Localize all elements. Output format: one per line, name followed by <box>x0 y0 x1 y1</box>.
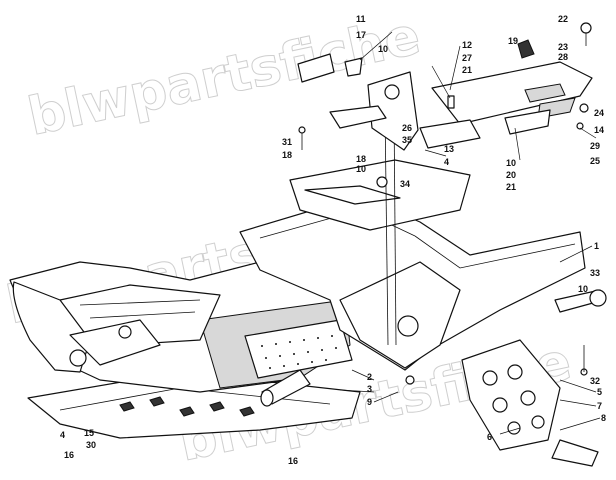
callout-3: 3 <box>367 384 372 394</box>
callout-5: 5 <box>597 387 602 397</box>
callout-11: 11 <box>356 14 366 24</box>
callout-33: 33 <box>590 268 600 278</box>
watermark-text: blwpartsfiche <box>23 6 425 148</box>
callout-labels: 1 2 3 4 4 5 6 7 8 9 10 10 10 10 11 12 13… <box>60 14 606 466</box>
callout-29: 29 <box>590 141 600 151</box>
callout-18-a: 18 <box>282 150 292 160</box>
callout-31: 31 <box>282 137 292 147</box>
callout-16-a: 16 <box>64 450 74 460</box>
callout-35: 35 <box>402 135 412 145</box>
callout-34: 34 <box>400 179 410 189</box>
callout-7: 7 <box>597 401 602 411</box>
callout-25: 25 <box>590 156 600 166</box>
callout-24: 24 <box>594 108 604 118</box>
callout-20: 20 <box>506 170 516 180</box>
callout-18-b: 18 <box>356 154 366 164</box>
callout-1: 1 <box>594 241 599 251</box>
callout-12: 12 <box>462 40 472 50</box>
frame-assembly <box>9 261 353 407</box>
callout-10-c: 10 <box>506 158 516 168</box>
tunnel <box>239 109 586 371</box>
footrest-right <box>461 289 607 467</box>
callout-6: 6 <box>487 432 492 442</box>
callout-4: 4 <box>444 157 449 167</box>
callout-8: 8 <box>601 413 606 423</box>
callout-21-a: 21 <box>462 65 472 75</box>
callout-4-lower: 4 <box>60 430 65 440</box>
callout-27: 27 <box>462 53 472 63</box>
callout-2: 2 <box>367 372 372 382</box>
callout-30: 30 <box>86 440 96 450</box>
callout-23: 23 <box>558 42 568 52</box>
callout-21-b: 21 <box>506 182 516 192</box>
foot-shelf <box>419 39 593 149</box>
panel-perforations <box>261 335 337 369</box>
callout-10-d: 10 <box>578 284 588 294</box>
callout-16-b: 16 <box>288 456 298 466</box>
callout-10-a: 10 <box>378 44 388 54</box>
callout-13: 13 <box>444 144 454 154</box>
callout-28: 28 <box>558 52 568 62</box>
callout-10-b: 10 <box>356 164 366 174</box>
leader-lines <box>339 31 601 435</box>
callout-14: 14 <box>594 125 604 135</box>
callout-17: 17 <box>356 30 366 40</box>
callout-22: 22 <box>558 14 568 24</box>
callout-9: 9 <box>367 397 372 407</box>
callout-26: 26 <box>402 123 412 133</box>
callout-32: 32 <box>590 376 600 386</box>
steering-bracket <box>297 53 419 151</box>
hardware <box>298 22 592 385</box>
callout-19: 19 <box>508 36 518 46</box>
callout-15: 15 <box>84 428 94 438</box>
